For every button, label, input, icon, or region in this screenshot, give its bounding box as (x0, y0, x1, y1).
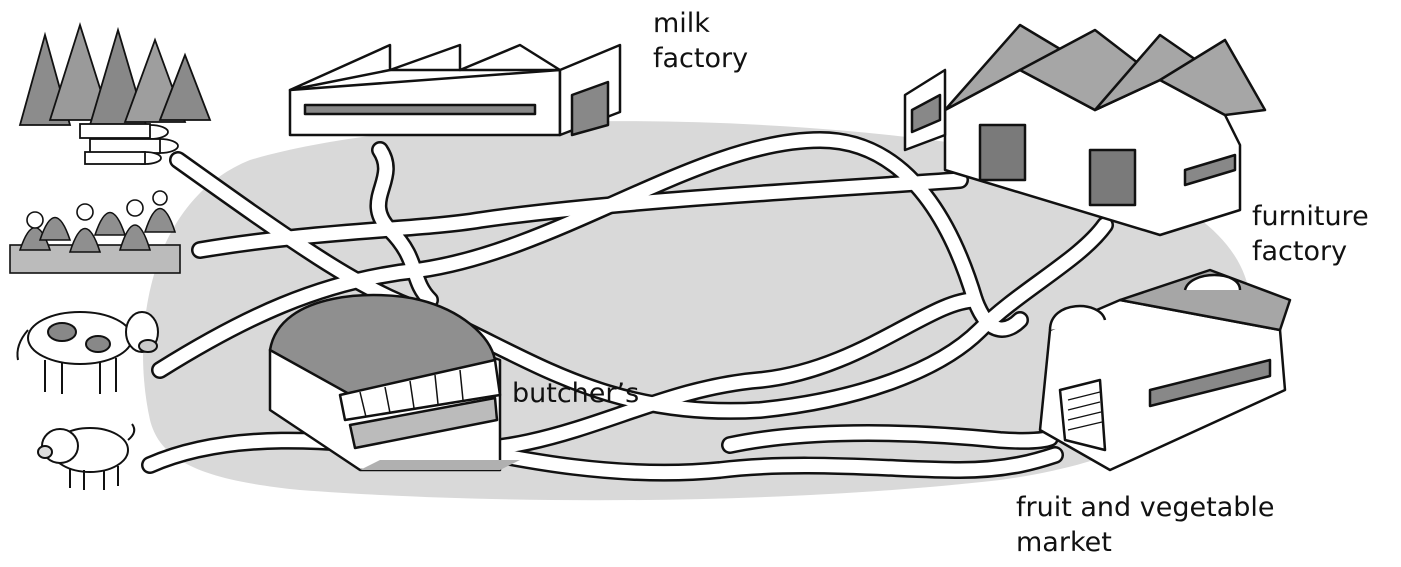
label-market-line2: market (1016, 525, 1275, 560)
label-milk-factory-line2: factory (653, 41, 748, 76)
label-furniture-factory-line2: factory (1252, 234, 1369, 269)
label-milk-factory: milk factory (653, 6, 748, 76)
trees-logs-icon (20, 25, 210, 164)
label-butchers: butcher’s (512, 376, 639, 411)
label-milk-factory-line1: milk (653, 6, 748, 41)
truck-icon (905, 70, 945, 150)
label-furniture-factory-line1: furniture (1252, 199, 1369, 234)
label-fruit-vegetable-market: fruit and vegetable market (1016, 490, 1275, 560)
pig-icon (38, 424, 134, 490)
label-market-line1: fruit and vegetable (1016, 490, 1275, 525)
cow-icon (17, 312, 158, 394)
flower-plants-icon (10, 191, 180, 273)
label-furniture-factory: furniture factory (1252, 199, 1369, 269)
milk-factory-building (290, 45, 620, 135)
